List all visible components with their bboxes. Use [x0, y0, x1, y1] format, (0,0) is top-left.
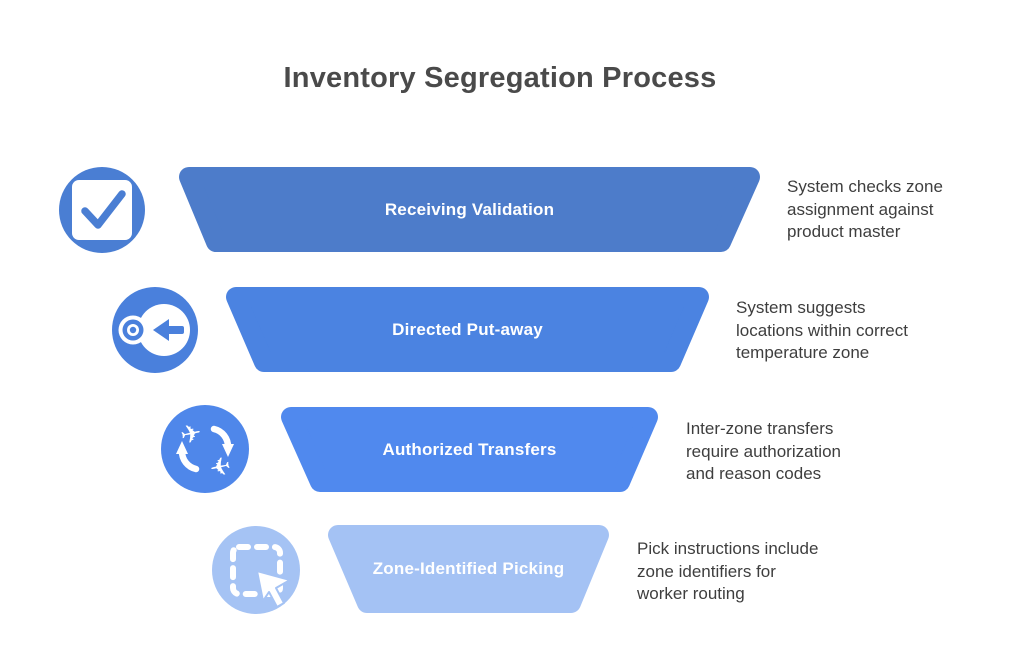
funnel-bar-authorized-transfers — [281, 407, 658, 492]
funnel-bar-directed-put-away — [226, 287, 709, 372]
stage-description: Pick instructions include zone identifie… — [637, 538, 818, 606]
description-line: Inter-zone transfers — [686, 419, 834, 438]
funnel-bar-label: Authorized Transfers — [382, 440, 557, 459]
funnel-bar-receiving-validation — [179, 167, 760, 252]
description-line: temperature zone — [736, 343, 870, 362]
stage-description: System suggests locations within correct… — [736, 297, 908, 365]
description-line: require authorization — [686, 441, 841, 461]
description-line: and reason codes — [686, 464, 822, 483]
funnel-bar-zone-identified-picking — [328, 525, 609, 613]
description-line: locations within correct — [736, 320, 908, 340]
funnel-bar-label: Zone-Identified Picking — [372, 559, 565, 578]
marquee-select-icon — [212, 526, 300, 614]
check-square-icon — [59, 167, 145, 253]
description-line: assignment against — [787, 199, 934, 219]
description-line: System checks zone — [787, 177, 943, 196]
description-line: zone identifiers for — [637, 561, 776, 581]
stage-description: System checks zone assignment against pr… — [787, 176, 943, 244]
description-line: Pick instructions include — [637, 539, 819, 558]
page-title: Inventory Segregation Process — [283, 62, 717, 94]
funnel-bar-label: Directed Put-away — [392, 320, 543, 339]
stage-description: Inter-zone transfers require authorizati… — [686, 418, 841, 486]
target-arrow-icon — [112, 287, 198, 373]
funnel-bar-label: Receiving Validation — [384, 200, 555, 219]
description-line: System suggests — [736, 298, 866, 317]
cursor-arrow — [256, 570, 291, 608]
description-line: product master — [787, 222, 901, 241]
description-line: worker routing — [637, 584, 745, 603]
transfer-cycle-icon: ✈ ✈ — [161, 405, 249, 493]
